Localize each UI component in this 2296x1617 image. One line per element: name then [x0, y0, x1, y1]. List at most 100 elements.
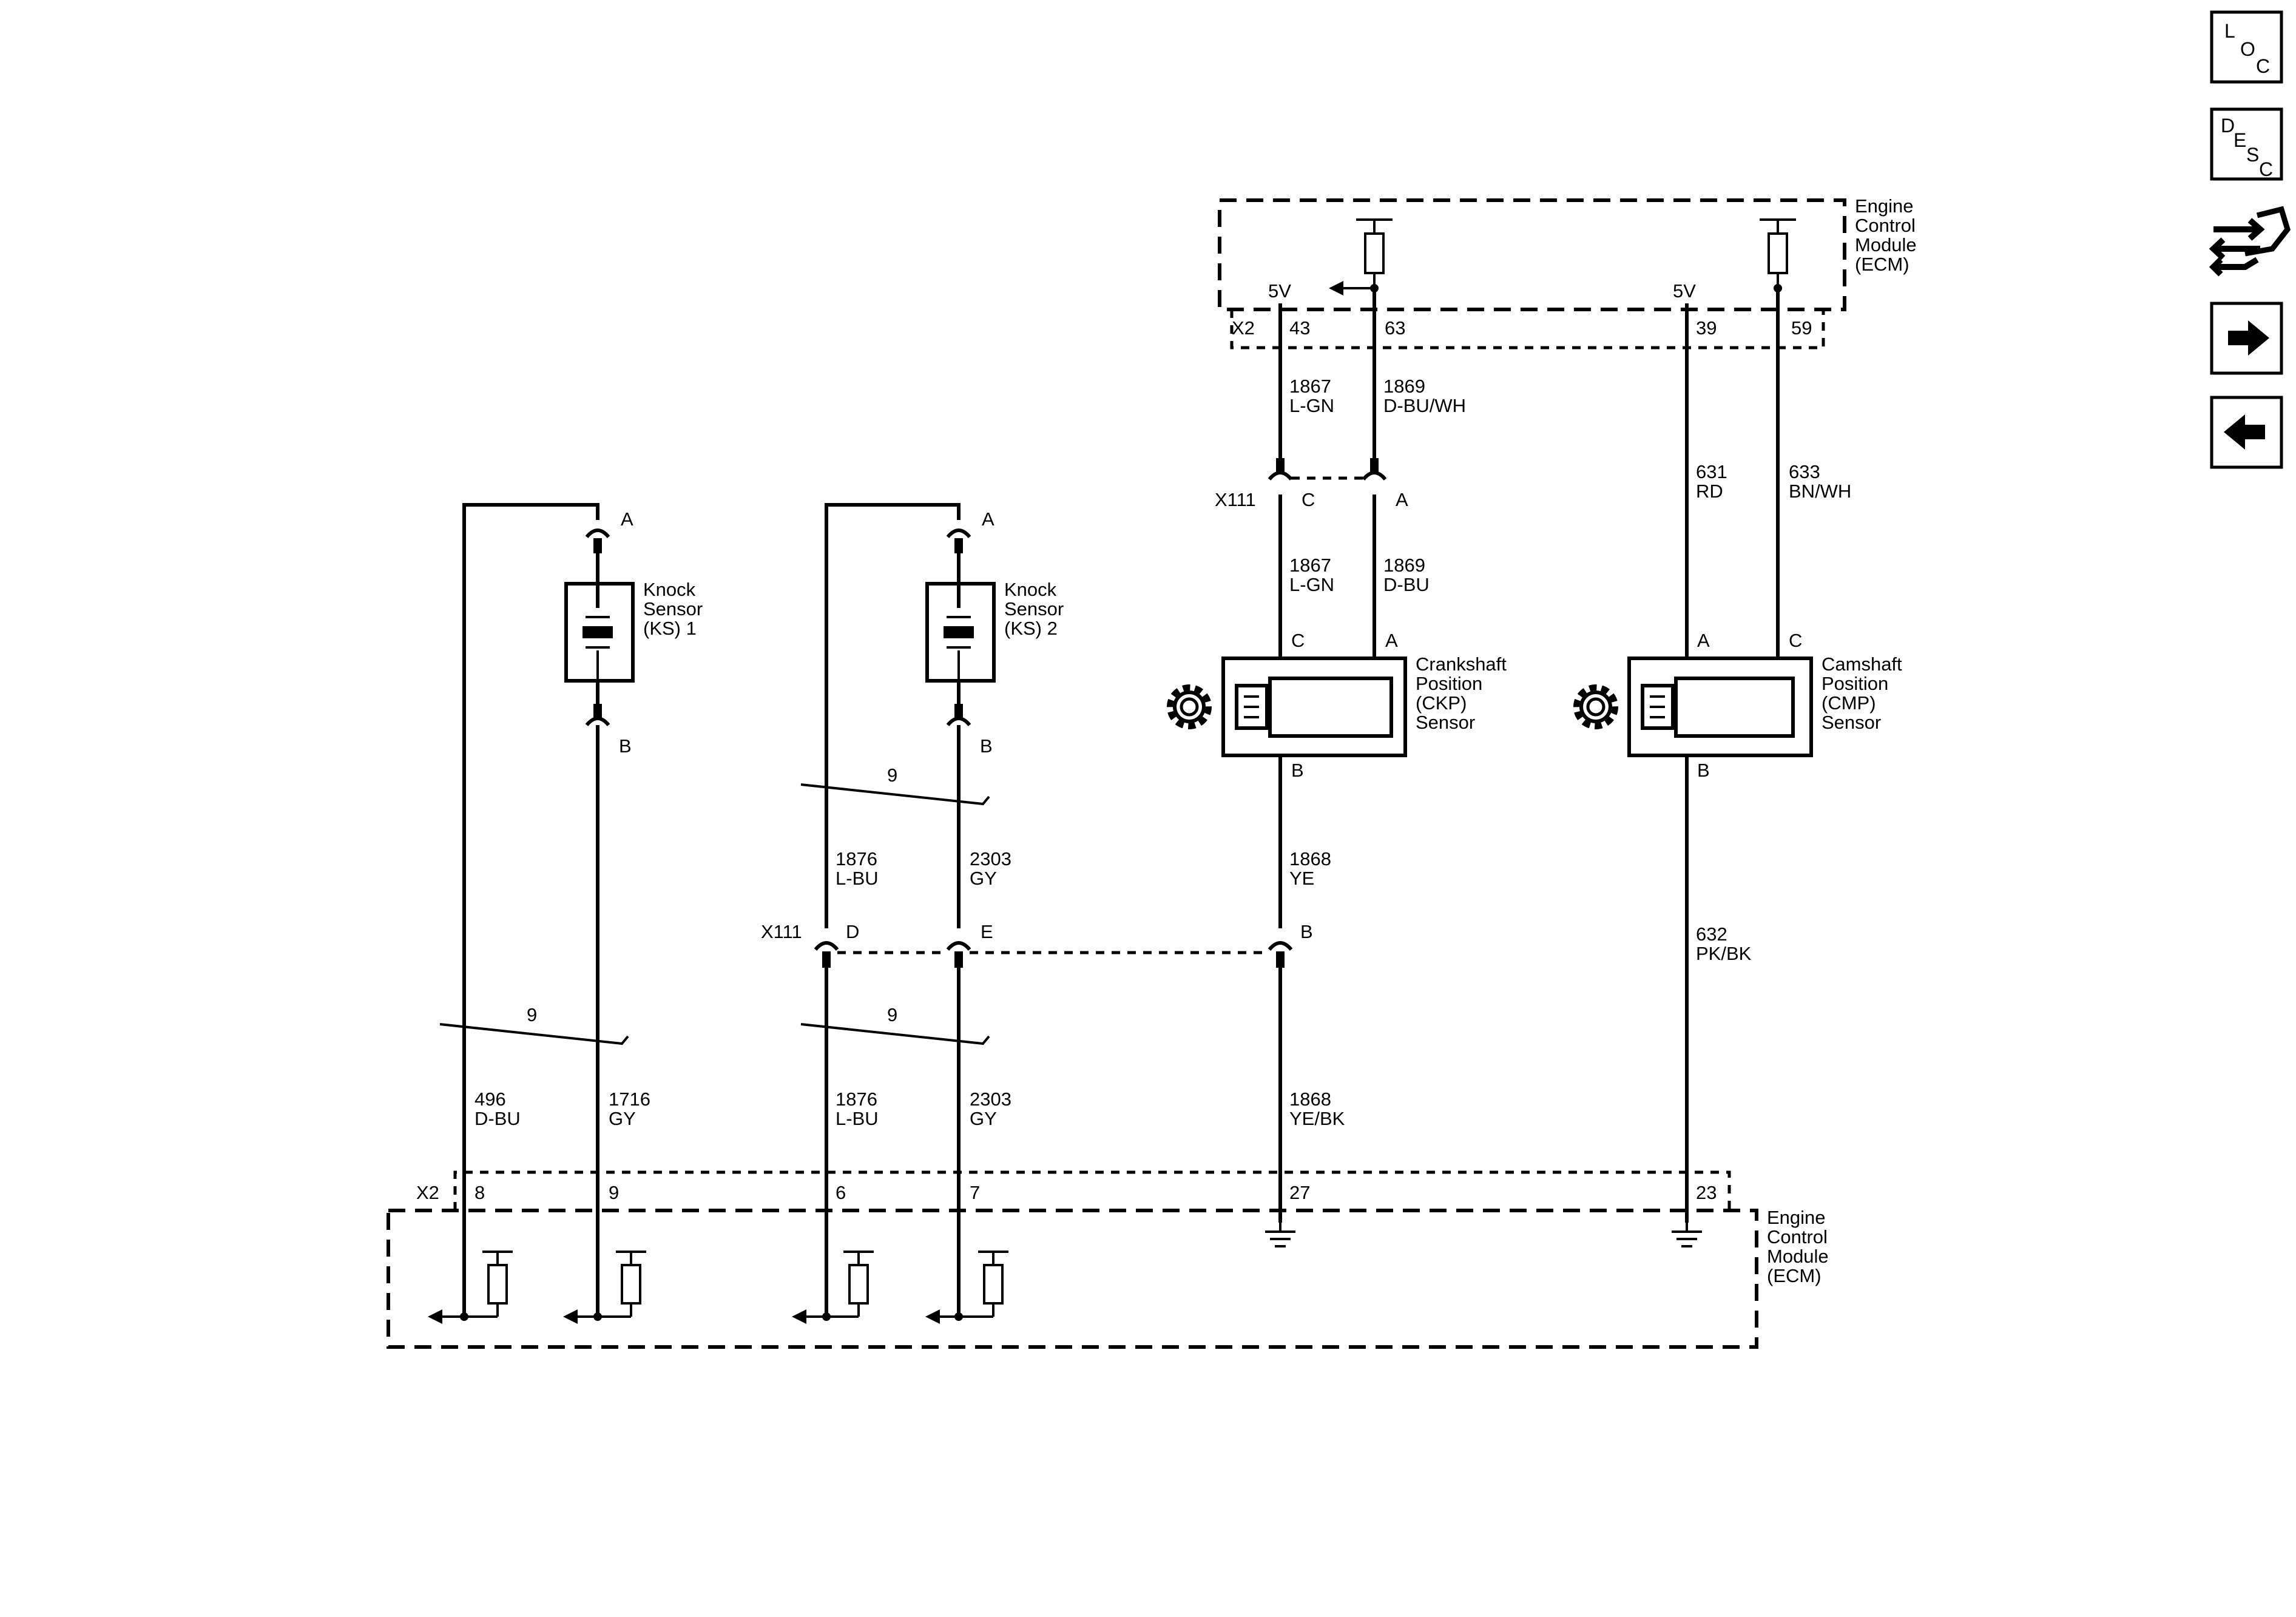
five-volt-label-ckp: 5V — [1268, 280, 1291, 302]
pin-7: 7 — [970, 1182, 980, 1203]
ckp-label-4: Sensor — [1416, 712, 1475, 733]
previous-button[interactable] — [2210, 396, 2283, 469]
pin-39: 39 — [1696, 317, 1717, 339]
cmp-gear-icon — [1573, 684, 1618, 729]
pull-up-resistor-pin-6 — [792, 1251, 874, 1324]
wire-2303-mid-number: 2303 — [970, 848, 1011, 869]
x111-label-top: X111 — [1215, 489, 1256, 510]
wire-1867-mid-number: 1867 — [1289, 555, 1331, 576]
cmp-terminal-b: B — [1697, 760, 1710, 781]
wire-1868-bot-number: 1868 — [1289, 1089, 1331, 1110]
wire-631-color: RD — [1696, 481, 1723, 502]
ckp-label-2: Position — [1416, 673, 1482, 694]
loc-letter-l: L — [2224, 20, 2235, 42]
cmp-label-4: Sensor — [1822, 712, 1881, 733]
x111-connector: X111 C A X111 D E B — [761, 489, 1408, 942]
wire-631-number: 631 — [1696, 461, 1727, 482]
wire-2303-mid-color: GY — [970, 868, 997, 889]
x111-label-bottom: X111 — [761, 921, 802, 942]
x2-bottom-label: X2 — [416, 1182, 439, 1203]
ks2-label-2: Sensor — [1004, 598, 1064, 619]
pull-up-resistor-pin-9 — [563, 1251, 646, 1324]
x2-top-label: X2 — [1232, 317, 1255, 339]
wire-1876-mid-color: L-BU — [836, 868, 879, 889]
ckp-gear-icon — [1167, 684, 1212, 729]
loc-letter-c: C — [2256, 55, 2270, 77]
pin-9: 9 — [609, 1182, 619, 1203]
wire-1716-number: 1716 — [609, 1089, 650, 1110]
connector-end-view-button[interactable] — [2209, 206, 2291, 277]
pin-43: 43 — [1289, 317, 1310, 339]
wire-632-number: 632 — [1696, 923, 1727, 945]
desc-button[interactable]: D E S C — [2210, 107, 2283, 181]
cmp-label-3: (CMP) — [1822, 692, 1876, 714]
cmp-terminal-c: C — [1789, 630, 1802, 651]
pin-63: 63 — [1385, 317, 1405, 339]
wire-496-color: D-BU — [474, 1108, 521, 1129]
wire-1868-mid-color: YE — [1289, 868, 1314, 889]
loc-letter-o: O — [2240, 38, 2255, 60]
wire-labels: 1867 L-GN 1869 D-BU/WH 631 RD 633 BN/WH … — [474, 376, 1851, 1129]
ckp-terminal-b: B — [1291, 760, 1304, 781]
loc-button[interactable]: L O C — [2210, 10, 2283, 84]
ckp-label-3: (CKP) — [1416, 692, 1467, 714]
wire-1876-bot-color: L-BU — [836, 1108, 879, 1129]
cmp-sensor: A C B Camshaft Position (CMP) Sensor — [1573, 630, 1902, 781]
wire-1868-mid-number: 1868 — [1289, 848, 1331, 869]
cmp-terminal-a: A — [1697, 630, 1710, 651]
shield-label-ks1: 9 — [527, 1004, 537, 1025]
knock-sensor-2: Knock Sensor (KS) 2 A B — [925, 508, 1064, 757]
pin-6: 6 — [836, 1182, 846, 1203]
wire-632-color: PK/BK — [1696, 943, 1752, 964]
wire-1869-top-number: 1869 — [1383, 376, 1425, 397]
pin-27: 27 — [1289, 1182, 1310, 1203]
ks2-label-3: (KS) 2 — [1004, 618, 1058, 639]
wire-2303-bot-color: GY — [970, 1108, 997, 1129]
pin-8: 8 — [474, 1182, 485, 1203]
wire-1869-top-color: D-BU/WH — [1383, 395, 1466, 416]
wire-496-number: 496 — [474, 1089, 506, 1110]
wire-1867-top-color: L-GN — [1289, 395, 1334, 416]
ecm-top-label-2: Control — [1855, 215, 1916, 236]
x111-terminal-d: D — [846, 921, 859, 942]
ecm-bottom-label-2: Control — [1767, 1226, 1828, 1247]
connector-cups — [585, 458, 1387, 968]
desc-letter-c: C — [2259, 158, 2273, 180]
pin-59: 59 — [1791, 317, 1812, 339]
wire-633-number: 633 — [1789, 461, 1820, 482]
ks1-label-3: (KS) 1 — [643, 618, 697, 639]
ecm-bottom-label-4: (ECM) — [1767, 1265, 1822, 1286]
desc-letter-s: S — [2246, 144, 2259, 166]
ecm-top-module: Engine Control Module (ECM) 5V 5V X2 43 … — [1218, 195, 1917, 349]
wire-1716-color: GY — [609, 1108, 636, 1129]
ks2-terminal-b: B — [980, 735, 993, 757]
ecm-top-label-4: (ECM) — [1855, 254, 1909, 275]
pull-up-resistor-pin-8 — [428, 1251, 513, 1324]
ckp-terminal-c: C — [1291, 630, 1305, 651]
knock-sensor-1: Knock Sensor (KS) 1 A B — [564, 508, 703, 757]
wire-633-color: BN/WH — [1789, 481, 1851, 502]
five-volt-label-cmp: 5V — [1673, 280, 1696, 302]
ecm-top-label-3: Module — [1855, 234, 1917, 255]
wires — [462, 288, 1780, 1317]
ckp-sensor: C A B Crankshaft Position (CKP) Sensor — [1167, 630, 1507, 781]
ks1-label-2: Sensor — [643, 598, 703, 619]
ckp-label-1: Crankshaft — [1416, 653, 1507, 675]
ks2-terminal-a: A — [982, 508, 994, 530]
ks1-terminal-a: A — [621, 508, 633, 530]
pin-23: 23 — [1696, 1182, 1717, 1203]
twisted-pair-marks: 9 9 9 — [439, 765, 990, 1045]
wire-1876-mid-number: 1876 — [836, 848, 877, 869]
wire-1867-top-number: 1867 — [1289, 376, 1331, 397]
ckp-terminal-a: A — [1385, 630, 1398, 651]
wire-1867-mid-color: L-GN — [1289, 574, 1334, 595]
cmp-label-2: Position — [1822, 673, 1888, 694]
wire-2303-bot-number: 2303 — [970, 1089, 1011, 1110]
ks1-terminal-b: B — [619, 735, 632, 757]
left-arrow-icon — [2224, 414, 2265, 450]
ks2-label-1: Knock — [1004, 579, 1057, 600]
ecm-bottom-module: X2 8 9 6 7 27 23 Engine Control Module (… — [387, 1170, 1829, 1349]
next-button[interactable] — [2210, 302, 2283, 375]
wire-1869-mid-number: 1869 — [1383, 555, 1425, 576]
